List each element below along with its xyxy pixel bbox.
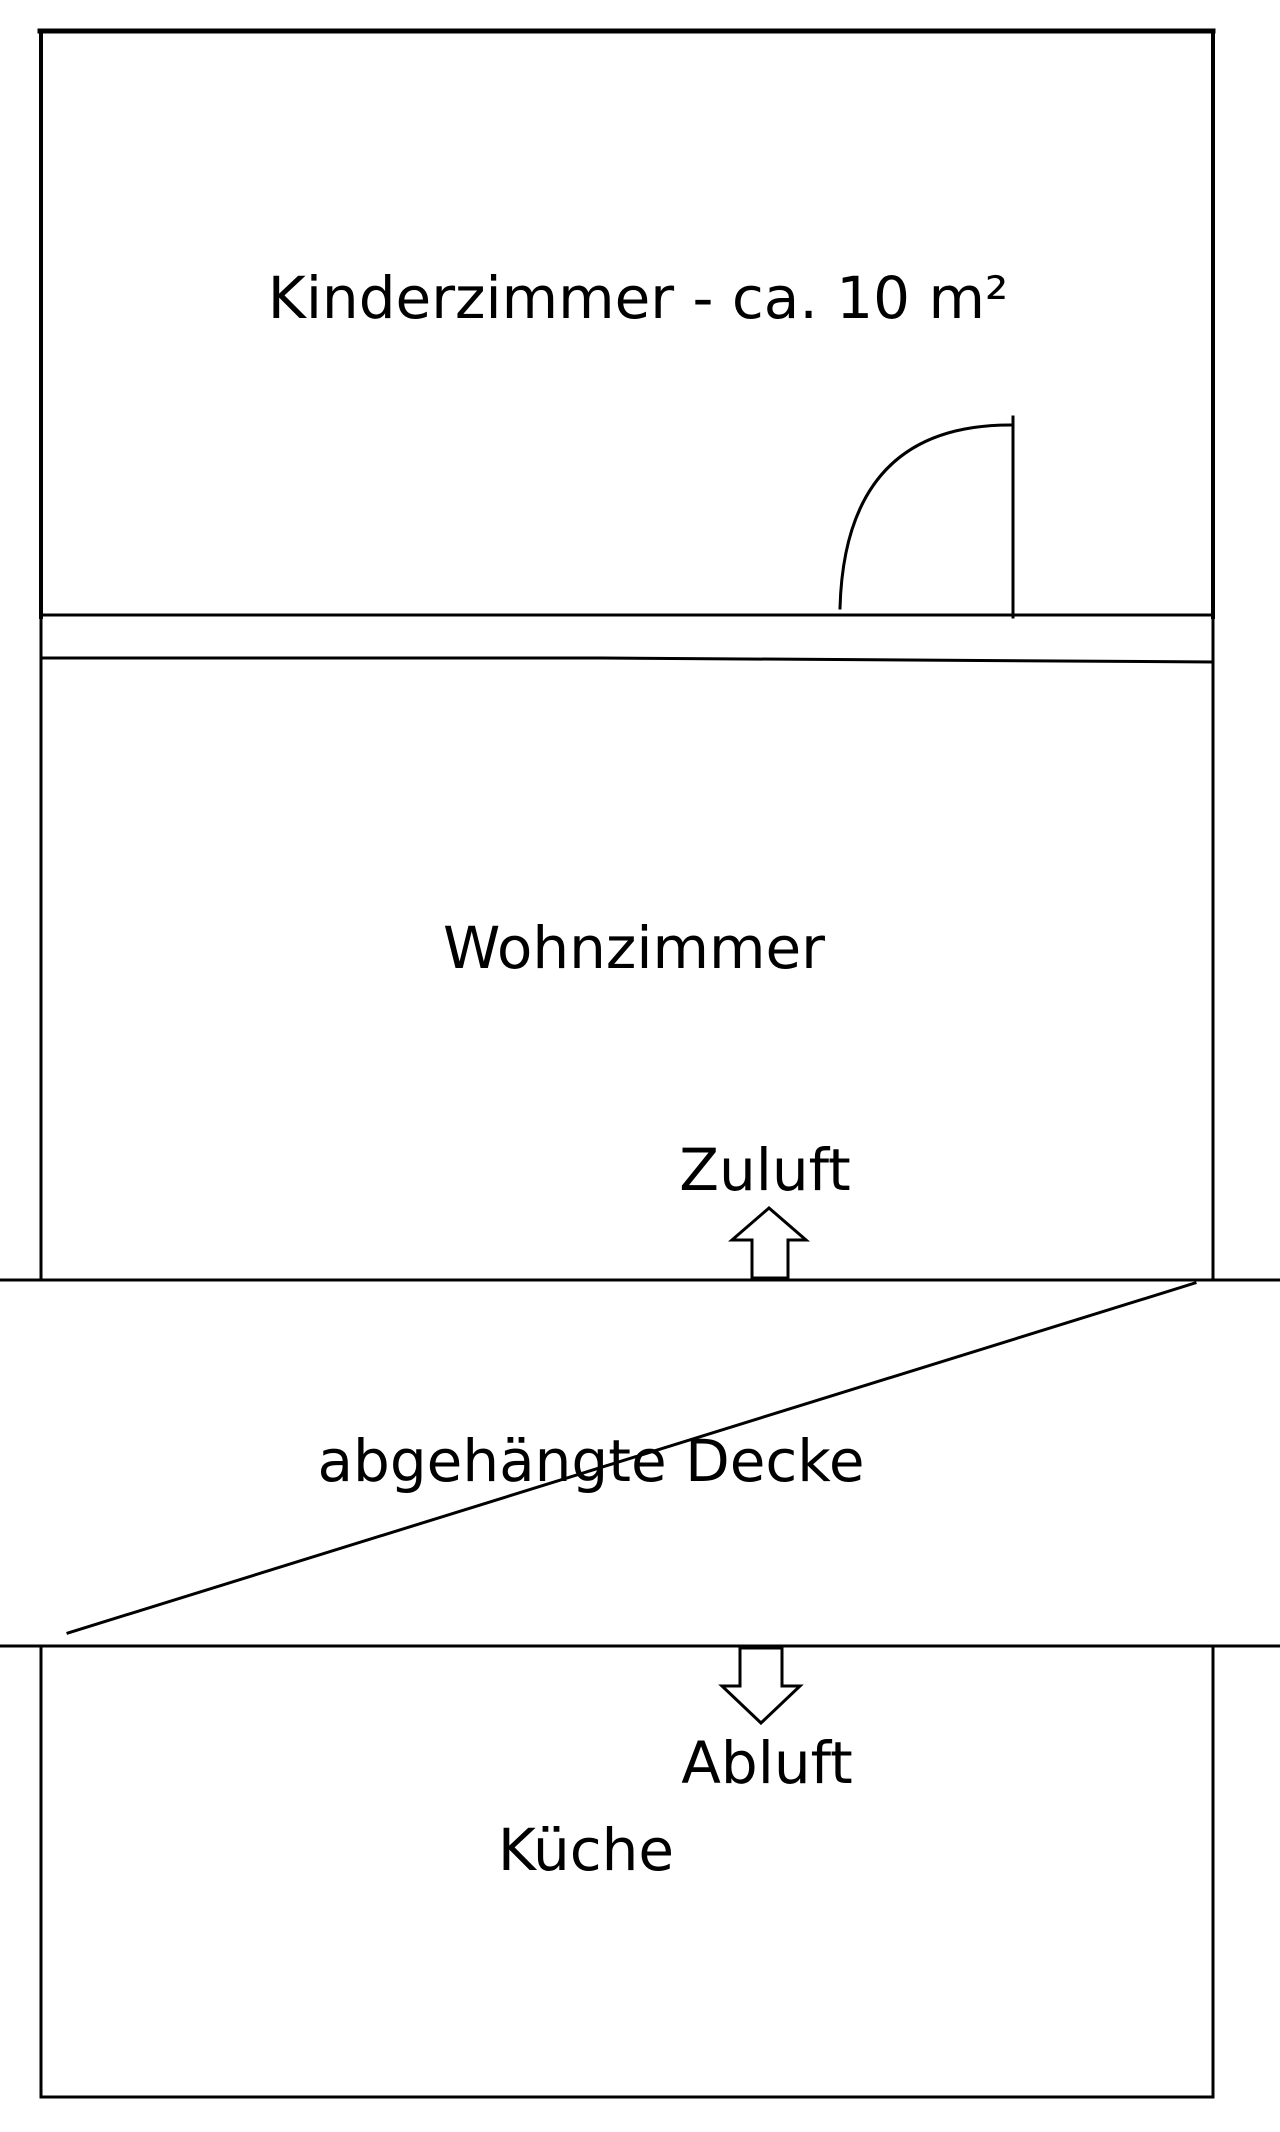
supply-arrow-up-icon [727, 1206, 811, 1280]
kinderzimmer-label: Kinderzimmer - ca. 10 m² [268, 264, 1008, 332]
wohnzimmer-label: Wohnzimmer [443, 914, 825, 982]
exhaust-air-label: Abluft [681, 1729, 853, 1797]
exhaust-arrow-down-icon [718, 1646, 804, 1726]
door-swing-arc [838, 423, 1012, 610]
kueche-label: Küche [498, 1816, 674, 1884]
supply-air-label: Zuluft [679, 1136, 851, 1204]
interior-wall-lower-line [39, 656, 1215, 664]
ceiling-diagonal [66, 1281, 1197, 1635]
suspended-ceiling-label: abgehängte Decke [317, 1427, 864, 1495]
